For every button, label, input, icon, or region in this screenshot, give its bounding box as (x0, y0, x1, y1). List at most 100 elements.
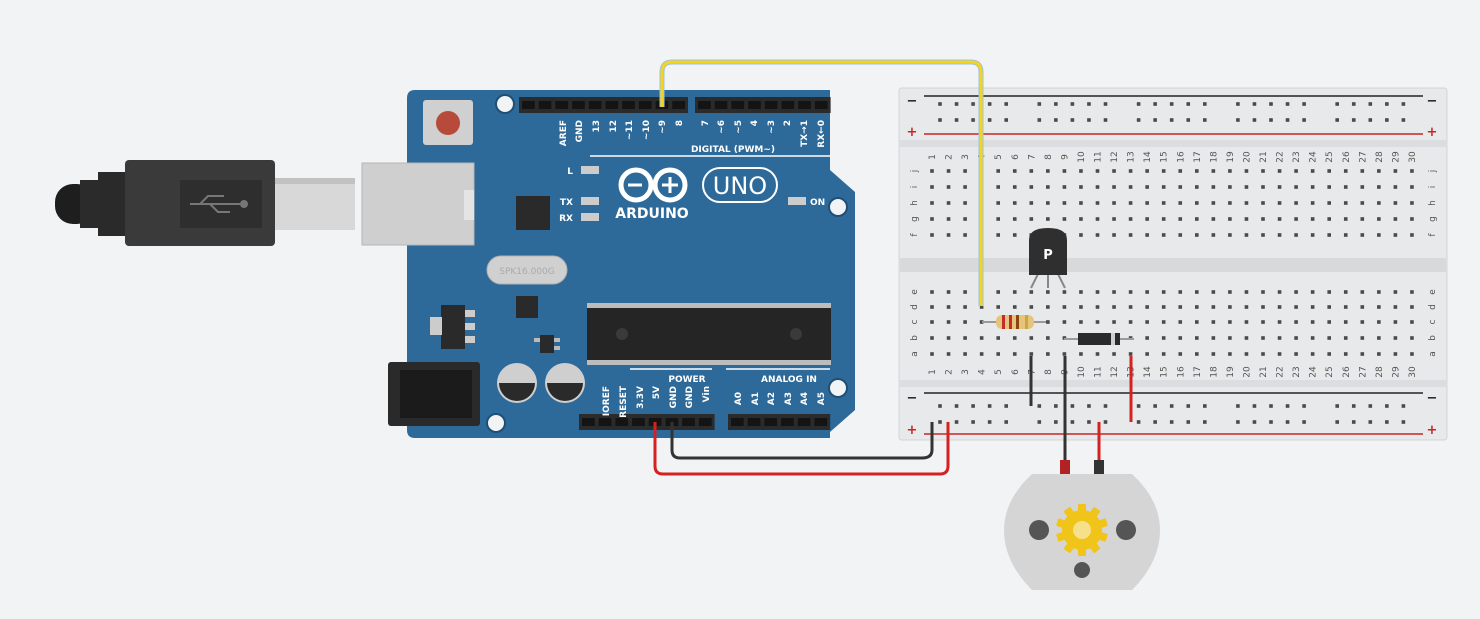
breadboard-hole[interactable] (1145, 336, 1149, 340)
breadboard-hole[interactable] (1046, 352, 1050, 356)
breadboard-hole[interactable] (1393, 233, 1398, 237)
breadboard-hole[interactable] (1277, 233, 1282, 237)
header-pin[interactable] (764, 418, 778, 426)
rail-hole[interactable] (971, 420, 975, 424)
rail-hole[interactable] (1269, 404, 1273, 408)
breadboard-hole[interactable] (1228, 185, 1232, 189)
breadboard-hole[interactable] (1228, 352, 1232, 356)
rail-hole[interactable] (1054, 420, 1058, 424)
wire-arduino-gnd[interactable] (670, 422, 934, 460)
rail-hole[interactable] (1252, 102, 1257, 106)
breadboard-hole[interactable] (1128, 201, 1133, 205)
breadboard-hole[interactable] (1128, 185, 1133, 189)
breadboard-hole[interactable] (1377, 201, 1381, 205)
breadboard-hole[interactable] (963, 233, 967, 237)
breadboard-hole[interactable] (946, 169, 951, 173)
breadboard-hole[interactable] (1261, 217, 1265, 221)
breadboard-hole[interactable] (963, 336, 967, 340)
arduino-uno-board[interactable]: L TX RX ON ARDUINO UNO SPK16.000G (361, 90, 855, 438)
breadboard-hole[interactable] (1112, 233, 1116, 237)
header-pin[interactable] (522, 101, 535, 109)
breadboard-hole[interactable] (1145, 352, 1149, 356)
breadboard-hole[interactable] (1277, 336, 1282, 340)
breadboard-hole[interactable] (1410, 185, 1414, 189)
breadboard-hole[interactable] (1161, 320, 1166, 324)
breadboard-hole[interactable] (1277, 201, 1282, 205)
rail-hole[interactable] (1401, 420, 1406, 424)
rail-hole[interactable] (1236, 404, 1240, 408)
breadboard-hole[interactable] (1012, 336, 1017, 340)
rail-hole[interactable] (1368, 420, 1373, 424)
breadboard-hole[interactable] (1178, 336, 1183, 340)
header-pin[interactable] (814, 101, 828, 109)
breadboard-hole[interactable] (1410, 217, 1414, 221)
breadboard-hole[interactable] (1393, 201, 1398, 205)
breadboard-hole[interactable] (1294, 217, 1298, 221)
breadboard-hole[interactable] (1145, 185, 1149, 189)
header-pin[interactable] (598, 418, 612, 426)
breadboard-hole[interactable] (1046, 290, 1050, 294)
breadboard-hole[interactable] (1211, 201, 1216, 205)
breadboard-hole[interactable] (930, 217, 934, 221)
rail-hole[interactable] (1302, 102, 1306, 106)
breadboard-hole[interactable] (1161, 169, 1166, 173)
breadboard-hole[interactable] (1195, 320, 1199, 324)
breadboard-hole[interactable] (1062, 185, 1067, 189)
breadboard-hole[interactable] (930, 320, 934, 324)
rail-hole[interactable] (1236, 420, 1240, 424)
breadboard-hole[interactable] (930, 201, 934, 205)
breadboard-hole[interactable] (1012, 290, 1017, 294)
rail-hole[interactable] (1070, 420, 1075, 424)
rail-hole[interactable] (1087, 102, 1091, 106)
breadboard-hole[interactable] (1145, 217, 1149, 221)
breadboard-hole[interactable] (1211, 305, 1216, 309)
breadboard-hole[interactable] (1029, 352, 1034, 356)
breadboard-hole[interactable] (1393, 305, 1398, 309)
breadboard-hole[interactable] (1244, 201, 1249, 205)
header-pin[interactable] (538, 101, 552, 109)
breadboard-hole[interactable] (1095, 233, 1100, 237)
rail-hole[interactable] (1385, 404, 1389, 408)
rail-hole[interactable] (1368, 118, 1373, 122)
rail-hole[interactable] (987, 420, 992, 424)
breadboard-hole[interactable] (946, 305, 951, 309)
breadboard-hole[interactable] (1277, 185, 1282, 189)
breadboard-hole[interactable] (1178, 320, 1183, 324)
breadboard-hole[interactable] (996, 185, 1000, 189)
rail-hole[interactable] (1054, 118, 1058, 122)
breadboard-hole[interactable] (946, 336, 951, 340)
rail-hole[interactable] (1004, 118, 1008, 122)
breadboard-hole[interactable] (1211, 185, 1216, 189)
breadboard-hole[interactable] (946, 352, 951, 356)
breadboard-hole[interactable] (1195, 217, 1199, 221)
rail-hole[interactable] (1186, 102, 1191, 106)
header-pin[interactable] (632, 418, 645, 426)
breadboard-hole[interactable] (1294, 305, 1298, 309)
breadboard-hole[interactable] (1161, 305, 1166, 309)
breadboard-hole[interactable] (1079, 290, 1083, 294)
breadboard-hole[interactable] (1244, 290, 1249, 294)
digital-header[interactable] (519, 97, 831, 113)
breadboard-hole[interactable] (1327, 352, 1331, 356)
rail-hole[interactable] (1169, 420, 1174, 424)
rail-hole[interactable] (1401, 118, 1406, 122)
breadboard-hole[interactable] (1228, 233, 1232, 237)
rail-hole[interactable] (1335, 102, 1339, 106)
breadboard-hole[interactable] (1046, 169, 1050, 173)
breadboard-hole[interactable] (1095, 201, 1100, 205)
breadboard-hole[interactable] (1343, 290, 1348, 294)
breadboard-hole[interactable] (1294, 233, 1298, 237)
header-pin[interactable] (615, 418, 629, 426)
breadboard-hole[interactable] (1360, 169, 1365, 173)
rail-hole[interactable] (987, 118, 992, 122)
breadboard-hole[interactable] (946, 320, 951, 324)
rail-hole[interactable] (1335, 420, 1339, 424)
breadboard-hole[interactable] (1343, 217, 1348, 221)
breadboard-hole[interactable] (1145, 305, 1149, 309)
rail-hole[interactable] (1302, 404, 1306, 408)
breadboard-hole[interactable] (1393, 185, 1398, 189)
breadboard-hole[interactable] (1046, 217, 1050, 221)
rail-hole[interactable] (1236, 102, 1240, 106)
breadboard-hole[interactable] (1228, 290, 1232, 294)
breadboard-hole[interactable] (1327, 305, 1331, 309)
